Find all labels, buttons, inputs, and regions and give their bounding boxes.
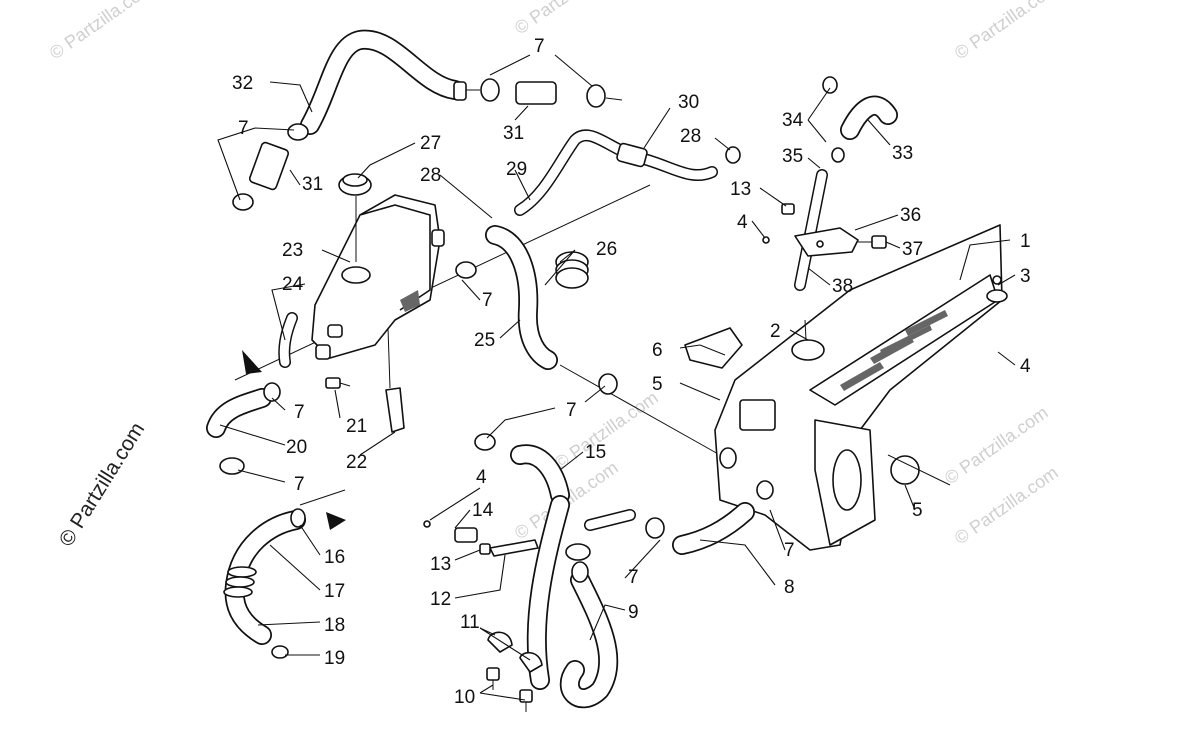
callout-8: 8	[784, 577, 795, 598]
callout-22: 22	[346, 452, 367, 473]
arrow-marker-upper	[242, 350, 262, 374]
callout-17: 17	[324, 581, 345, 602]
callout-35: 35	[782, 146, 803, 167]
hose-20	[206, 382, 281, 475]
bracket-36	[794, 227, 859, 257]
watermark-side: © Partzilla.com	[55, 418, 149, 550]
tube-29-30	[514, 129, 741, 216]
pipe-section	[584, 509, 665, 539]
callout-27: 27	[420, 133, 441, 154]
hose-8	[672, 480, 774, 555]
callout-4-right: 4	[1020, 356, 1031, 377]
watermark-top-left: © Partzilla.com	[46, 0, 157, 63]
callout-28-right: 28	[680, 126, 701, 147]
hose-17-18	[223, 508, 306, 659]
callout-7-lower: 7	[628, 567, 639, 588]
callout-4-center: 4	[476, 467, 487, 488]
callout-16: 16	[324, 547, 345, 568]
callout-37: 37	[902, 239, 923, 260]
callout-7-left-mid: 7	[294, 402, 305, 423]
hose-24	[278, 312, 298, 368]
callout-7-left: 7	[238, 118, 249, 139]
plate-6	[684, 327, 743, 369]
expansion-tank-23	[311, 194, 445, 360]
callout-38: 38	[832, 276, 853, 297]
callout-12: 12	[430, 589, 451, 610]
spring-26	[555, 251, 589, 289]
leader-lines	[217, 54, 1016, 701]
callout-10: 10	[454, 687, 475, 708]
hose-15	[474, 433, 570, 505]
callout-31-top: 31	[503, 123, 524, 144]
tube-35	[794, 147, 845, 291]
fitting-13-upper	[762, 203, 795, 244]
callout-7-left-low: 7	[294, 474, 305, 495]
callout-2: 2	[770, 321, 781, 342]
hose-9	[526, 495, 619, 709]
callout-19: 19	[324, 648, 345, 669]
hose-25	[455, 225, 618, 395]
tunnel-1	[714, 224, 1003, 551]
bolt-10	[486, 667, 533, 712]
callout-14: 14	[472, 500, 494, 521]
watermark-top-right: © Partzilla.com	[951, 0, 1062, 63]
callout-7-right-low: 7	[784, 540, 795, 561]
callout-21: 21	[346, 416, 367, 437]
callout-25: 25	[474, 330, 495, 351]
callout-5-left: 5	[652, 374, 663, 395]
callout-23: 23	[282, 240, 303, 261]
washer-3	[986, 275, 1008, 303]
callout-6: 6	[652, 340, 663, 361]
callout-13-lower: 13	[430, 554, 451, 575]
gasket-5	[887, 454, 951, 486]
hose-33	[822, 76, 898, 140]
cap-27	[338, 173, 372, 262]
callout-28-left: 28	[420, 165, 441, 186]
arrow-marker-lower	[326, 512, 346, 530]
callout-20: 20	[286, 437, 307, 458]
callout-15: 15	[585, 442, 606, 463]
callout-3: 3	[1020, 266, 1031, 287]
callout-34: 34	[782, 110, 804, 131]
hose-32	[300, 29, 467, 135]
bolt-21	[325, 377, 351, 389]
callout-5-right: 5	[912, 500, 923, 521]
callout-32: 32	[232, 73, 253, 94]
callout-31-left: 31	[302, 174, 323, 195]
callout-9: 9	[628, 602, 639, 623]
bolt-37	[858, 235, 887, 249]
callout-24: 24	[282, 274, 304, 295]
callout-13-upper: 13	[730, 179, 751, 200]
sleeve-31-top	[466, 78, 623, 108]
callout-4-upper: 4	[737, 212, 748, 233]
callout-11: 11	[460, 612, 480, 633]
bracket-22	[385, 327, 405, 433]
callout-7-top: 7	[534, 36, 545, 57]
callout-7-center: 7	[566, 400, 577, 421]
sleeve-31-left	[232, 123, 309, 211]
callout-labels: 32 7 31 30 28 29 28 27 7 31 23 24 7 25 2…	[232, 36, 1031, 708]
callout-7-mid: 7	[482, 290, 493, 311]
bracket-12	[423, 520, 539, 557]
watermark-top-center: © Partzilla.com	[511, 0, 622, 38]
callout-30: 30	[678, 92, 699, 113]
callout-26: 26	[596, 239, 617, 260]
callout-36: 36	[900, 205, 921, 226]
callout-18: 18	[324, 615, 345, 636]
callout-29: 29	[506, 159, 527, 180]
callout-1: 1	[1020, 231, 1031, 252]
center-lines	[234, 184, 721, 530]
callout-33: 33	[892, 143, 913, 164]
